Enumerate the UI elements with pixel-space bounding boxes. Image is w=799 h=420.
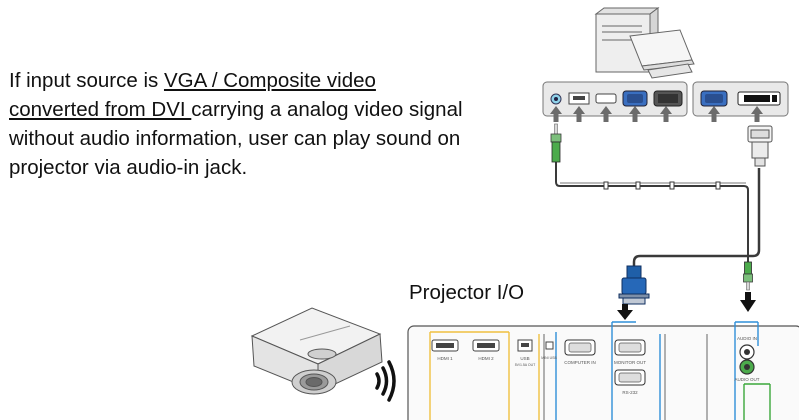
usb-port: USB 5V/1.5A OUT [515,339,536,367]
dvi-plug-pc-end [747,125,773,167]
hdmi-1-port: HDMI 1 [431,339,459,361]
pc-up-arrows [550,106,763,122]
panel-accent-lines [429,321,771,420]
description-line-2-underlined: converted from DVI [9,98,192,121]
up-arrow-icon [751,106,763,122]
description-line-2-suffix: carrying a analog video signal [191,98,463,121]
down-arrow-icon [617,304,633,320]
projector-io-title: Projector I/O [409,281,525,304]
description-line-3: without audio information, user can play… [9,127,461,150]
audio-plug-projector-end [743,261,753,291]
computer-in-port: COMPUTER IN [564,339,596,365]
usb-sub-label: 5V/1.5A OUT [515,363,536,367]
sound-wave-icon [375,360,396,402]
description-line-2: converted from DVI carrying a analog vid… [9,95,529,124]
hdmi-1-label: HDMI 1 [437,356,453,361]
monitor-out-label: MONITOR OUT [614,360,646,365]
audio-in-label: AUDIO IN [737,336,757,341]
pc-hdmi-port [595,93,617,104]
down-arrow-icon [740,292,756,312]
cable-ties [603,181,721,190]
up-arrow-icon [600,106,612,122]
computer-rear-panel-1 [542,81,688,117]
up-arrow-icon [629,106,641,122]
description-line-1-underlined: VGA / Composite video [163,69,376,92]
up-arrow-icon [660,106,672,122]
up-arrow-icon [573,106,585,122]
computer-rear-panel-2 [692,81,789,117]
hdmi-2-port: HDMI 2 [472,339,500,361]
hdmi-2-label: HDMI 2 [478,356,494,361]
rs232-label: RS-232 [622,390,638,395]
rs232-port: RS-232 [614,369,646,395]
mini-usb-port: MINI USB [541,341,557,360]
description-line-4: projector via audio-in jack. [9,156,248,179]
description-line-1: If input source is VGA / Composite video [9,66,529,95]
vga-cable [632,168,761,268]
description-line-1-prefix: If input source is [9,69,164,92]
computer-icon [594,7,695,79]
up-arrow-icon [550,106,562,122]
up-arrow-icon [708,106,720,122]
mini-usb-label: MINI USB [541,356,557,360]
projector-icon [250,307,383,395]
monitor-out-port: MONITOR OUT [614,339,646,365]
projector-io-panel [407,325,799,420]
audio-plug-pc-end [550,123,562,163]
projector-down-arrows [617,292,756,320]
audio-in-port: AUDIO IN [737,336,757,360]
audio-cable [555,160,749,262]
usb-label: USB [520,356,529,361]
audio-out-port: AUDIO OUT [734,359,760,382]
audio-out-label: AUDIO OUT [734,377,759,382]
vga-plug-projector-end [618,265,650,305]
computer-in-label: COMPUTER IN [564,360,596,365]
description-text: If input source is VGA / Composite video… [9,66,529,182]
